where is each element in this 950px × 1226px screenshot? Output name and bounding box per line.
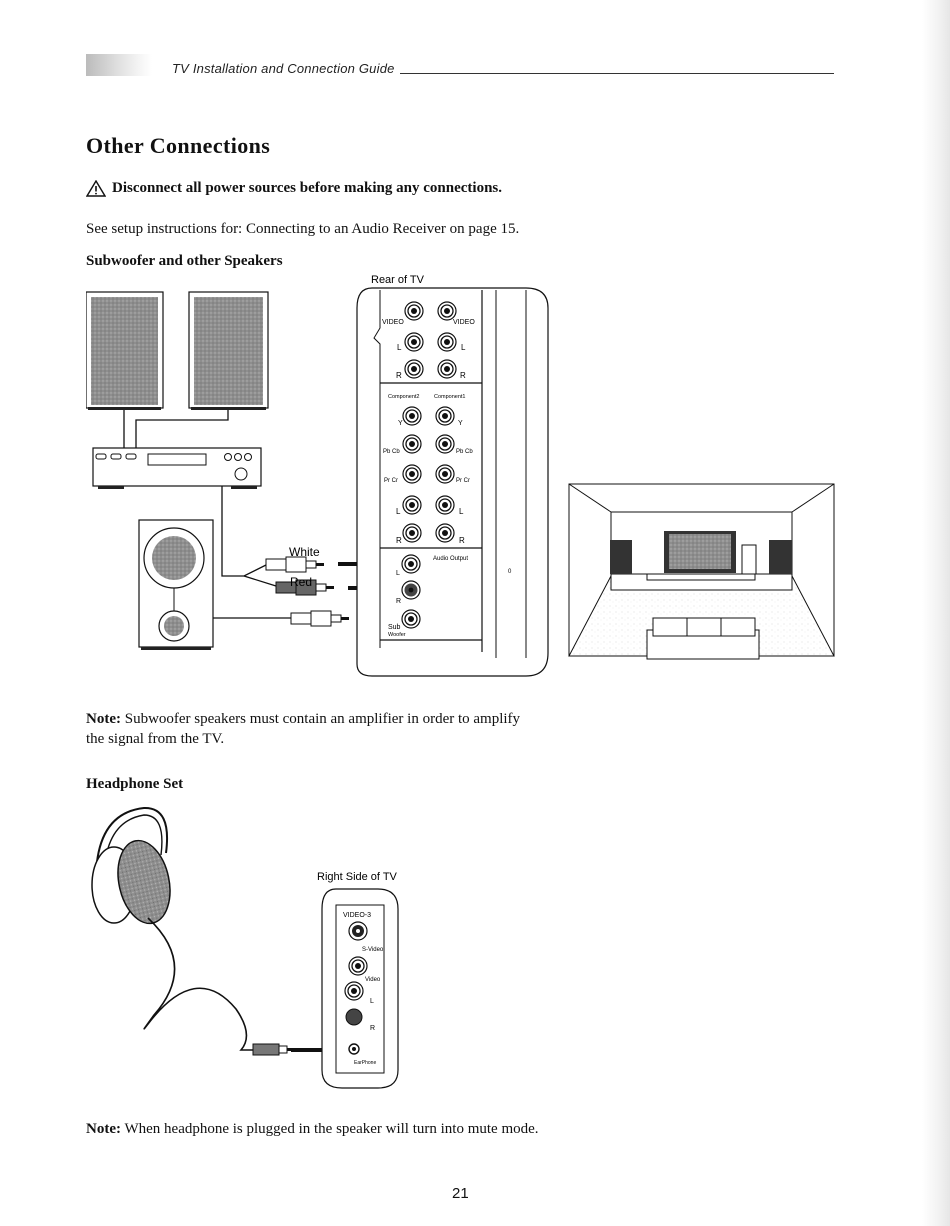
warning-text: Disconnect all power sources before maki…	[112, 180, 502, 196]
left-speaker-graphic	[86, 291, 164, 410]
jack-video-left-label: VIDEO	[382, 319, 404, 326]
warning-line: Disconnect all power sources before maki…	[86, 180, 502, 197]
subwoofer-note-label: Note:	[86, 711, 121, 727]
headphone-note-text: When headphone is plugged in the speaker…	[124, 1121, 539, 1137]
component1-label: Component1	[434, 394, 466, 400]
subwoofer-graphic	[138, 519, 214, 650]
jack-video-right-label: VIDEO	[453, 319, 475, 326]
jack-y-label: Y	[398, 420, 403, 427]
jack-y-label-2: Y	[458, 420, 463, 427]
headphone-note-label: Note:	[86, 1121, 121, 1137]
subwoofer-heading: Subwoofer and other Speakers	[86, 253, 283, 269]
headphone-note: Note: When headphone is plugged in the s…	[86, 1119, 539, 1139]
audio-out-l-label: L	[396, 570, 400, 577]
subwoofer-note-text-1: Subwoofer speakers must contain an ampli…	[124, 711, 521, 727]
page-edge-shading	[922, 0, 950, 1226]
component2-label: Component2	[388, 394, 420, 400]
subwoofer-note: Note: Subwoofer speakers must contain an…	[86, 709, 520, 729]
page-number: 21	[452, 1185, 469, 1202]
jack-l-label-2: L	[461, 343, 466, 352]
jack-prcr-label: Pr Cr	[384, 478, 398, 484]
rca-plug-sub-graphic	[290, 610, 349, 627]
headphones-graphic	[91, 806, 256, 1051]
subwoofer-diagram: White Red Rear of TV VIDEO VIDEO L L R	[86, 274, 835, 677]
header-rule	[400, 73, 834, 74]
side-l-label: L	[370, 998, 374, 1005]
header-guide-title: TV Installation and Connection Guide	[172, 61, 395, 76]
jack-r-label-4: R	[459, 536, 465, 545]
jack-pbcb-label-2: Pb Cb	[456, 449, 473, 455]
rca-plug-red-graphic	[275, 579, 334, 596]
jack-r-label-2: R	[460, 371, 466, 380]
side-r-label: R	[370, 1025, 375, 1032]
jack-l-label: L	[397, 343, 402, 352]
video-label: Video	[365, 977, 381, 983]
sub-woofer-label: Sub	[388, 624, 401, 631]
jack-l-label-3: L	[396, 507, 401, 516]
right-speaker-graphic	[188, 291, 269, 410]
rear-of-tv-label: Rear of TV	[371, 274, 425, 286]
headphone-diagram: Right Side of TV VIDEO-3 S-Video Video L…	[91, 806, 399, 1089]
rca-plug-white-graphic	[265, 556, 324, 573]
tv-rear-panel	[356, 287, 549, 677]
video3-label: VIDEO-3	[343, 912, 371, 919]
audio-output-label: Audio Output	[433, 556, 468, 562]
cable-red-label: Red	[290, 575, 312, 589]
subwoofer-note-text-2: the signal from the TV.	[86, 731, 225, 747]
jack-r-label: R	[396, 371, 402, 380]
jack-l-label-4: L	[459, 507, 464, 516]
jack-r-label-3: R	[396, 536, 402, 545]
headphone-plug-graphic	[252, 1043, 295, 1056]
audio-receiver-graphic	[92, 447, 262, 489]
sub-woofer-label-2: Woofer	[388, 632, 406, 638]
header-tab-graphic	[86, 54, 152, 76]
cable-white-label: White	[289, 545, 320, 559]
right-side-of-tv-label: Right Side of TV	[317, 871, 398, 883]
intro-text: See setup instructions for: Connecting t…	[86, 221, 520, 237]
jack-prcr-label-2: Pr Cr	[456, 478, 470, 484]
home-theater-room-illustration	[568, 483, 835, 660]
earphone-label: EarPhone	[354, 1060, 376, 1066]
headphone-heading: Headphone Set	[86, 776, 184, 792]
panel-side-mark: 0	[508, 569, 512, 575]
warning-triangle-icon	[86, 180, 106, 197]
side-jacks	[344, 921, 368, 1055]
jack-pbcb-label: Pb Cb	[383, 449, 400, 455]
page-title: Other Connections	[86, 133, 271, 158]
audio-out-r-label: R	[396, 598, 401, 605]
svideo-label: S-Video	[362, 947, 384, 953]
